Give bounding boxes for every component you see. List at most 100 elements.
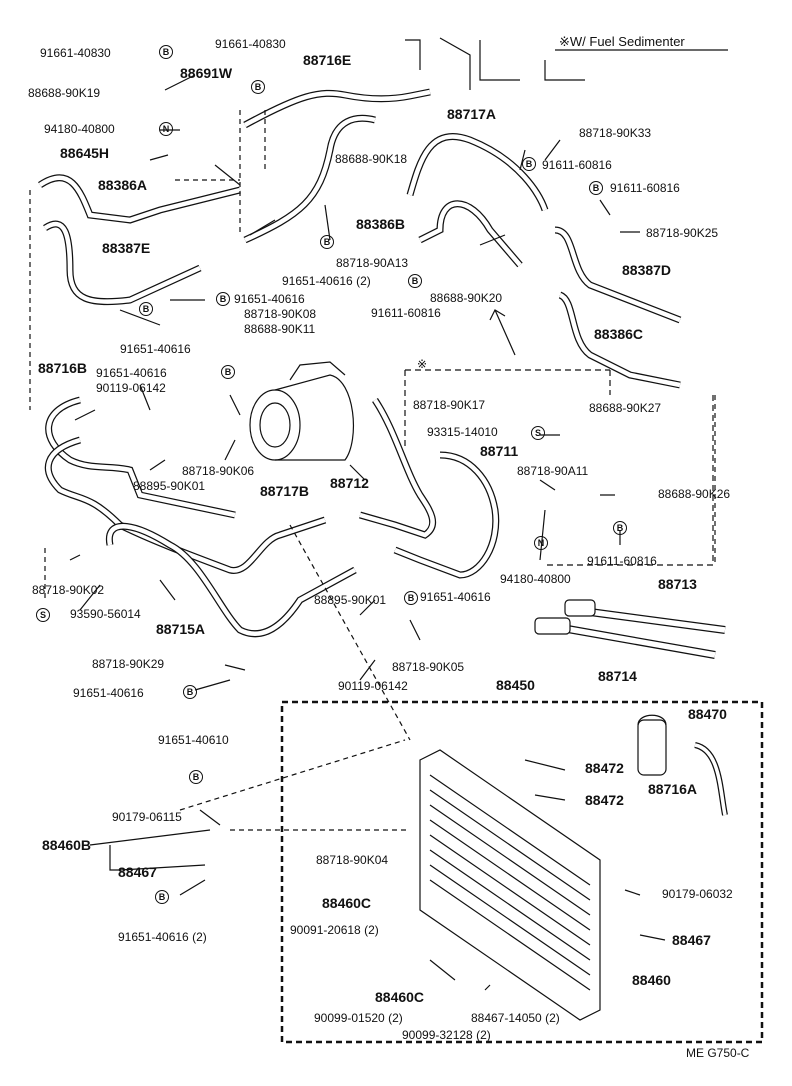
s-mark: S xyxy=(531,426,545,440)
ref-mark: ※ xyxy=(417,357,428,371)
label-88718-90k33: 88718-90K33 xyxy=(579,126,652,140)
label-88712: 88712 xyxy=(330,475,369,491)
fuel-sedimenter-box xyxy=(404,369,714,566)
label-88718-90k08: 88718-90K08 xyxy=(244,307,317,321)
b-mark: B xyxy=(251,80,265,94)
label-88718-90k25: 88718-90K25 xyxy=(646,226,719,240)
diagram-code: ME G750-C xyxy=(686,1046,750,1060)
b-mark: B xyxy=(189,770,203,784)
label-91651-40616: 91651-40616 xyxy=(120,342,191,356)
b-mark: B xyxy=(408,274,422,288)
b-mark: B xyxy=(404,591,418,605)
label-88716e: 88716E xyxy=(303,52,352,68)
label-88895-90k01: 88895-90K01 xyxy=(314,593,387,607)
label-91651-40610: 91651-40610 xyxy=(158,733,229,747)
b-mark: B xyxy=(613,521,627,535)
label-90099-32128: 90099-32128 (2) xyxy=(402,1028,491,1042)
condenser-group-box xyxy=(280,700,764,1044)
label-88460b: 88460B xyxy=(42,837,92,853)
label-88713: 88713 xyxy=(658,576,697,592)
label-88386c: 88386C xyxy=(594,326,644,342)
hose-88712 xyxy=(359,398,437,539)
label-91651-40616: 91651-40616 xyxy=(96,366,167,380)
label-91611-60816: 91611-60816 xyxy=(542,158,612,172)
label-88460: 88460 xyxy=(632,972,671,988)
label-91661-40830: 91661-40830 xyxy=(40,46,111,60)
label-94180-40800: 94180-40800 xyxy=(44,122,115,136)
label-90179-06032: 90179-06032 xyxy=(662,887,733,901)
label-88688-90k26: 88688-90K26 xyxy=(658,487,731,501)
label-88711: 88711 xyxy=(480,443,519,459)
label-88718-90k04: 88718-90K04 xyxy=(316,853,389,867)
label-88472: 88472 xyxy=(585,792,624,808)
label-88470: 88470 xyxy=(688,706,727,722)
condenser-88460 xyxy=(419,749,601,1021)
b-mark: B xyxy=(183,685,197,699)
label-88467: 88467 xyxy=(672,932,711,948)
label-88460c: 88460C xyxy=(322,895,372,911)
s-mark: S xyxy=(36,608,50,622)
label-88691w: 88691W xyxy=(180,65,233,81)
b-mark: B xyxy=(216,292,230,306)
label-88467: 88467 xyxy=(118,864,157,880)
label-88688-90k19: 88688-90K19 xyxy=(28,86,101,100)
label-88718-90k05: 88718-90K05 xyxy=(392,660,465,674)
label-91651-40616-2: 91651-40616 (2) xyxy=(282,274,371,288)
ac-compressor xyxy=(249,361,355,461)
label-90119-06142: 90119-06142 xyxy=(96,381,166,395)
label-91651-40616: 91651-40616 xyxy=(420,590,491,604)
label-91611-60816: 91611-60816 xyxy=(371,306,441,320)
label-90099-01520: 90099-01520 (2) xyxy=(314,1011,403,1025)
label-94180-40800: 94180-40800 xyxy=(500,572,571,586)
label-88714: 88714 xyxy=(598,668,637,684)
b-mark: B xyxy=(522,157,536,171)
label-91651-40616-2: 91651-40616 (2) xyxy=(118,930,207,944)
label-88718-90k29: 88718-90K29 xyxy=(92,657,165,671)
label-88717a: 88717A xyxy=(447,106,497,122)
label-88688-90k20: 88688-90K20 xyxy=(430,291,503,305)
pipe-88713 xyxy=(564,599,726,634)
label-90179-06115: 90179-06115 xyxy=(112,810,182,824)
label-88387d: 88387D xyxy=(622,262,672,278)
label-88467-14050: 88467-14050 (2) xyxy=(471,1011,560,1025)
label-90119-06142: 90119-06142 xyxy=(338,679,408,693)
label-88718-90k02: 88718-90K02 xyxy=(32,583,105,597)
n-mark: N xyxy=(534,536,548,550)
label-91651-40616: 91651-40616 xyxy=(73,686,144,700)
label-93590-56014: 93590-56014 xyxy=(70,607,141,621)
label-93315-14010: 93315-14010 xyxy=(427,425,498,439)
arrow xyxy=(489,309,516,356)
label-88717b: 88717B xyxy=(260,483,310,499)
engine-outline xyxy=(405,37,585,90)
label-88387e: 88387E xyxy=(102,240,151,256)
b-mark: B xyxy=(589,181,603,195)
fuel-sedimenter-note: ※W/ Fuel Sedimenter xyxy=(559,34,685,49)
label-88718-90a11: 88718-90A11 xyxy=(517,464,589,478)
label-91651-40616: 91651-40616 xyxy=(234,292,305,306)
label-91611-60816: 91611-60816 xyxy=(587,554,657,568)
b-mark: B xyxy=(139,302,153,316)
label-91661-40830: 91661-40830 xyxy=(215,37,286,51)
label-88386a: 88386A xyxy=(98,177,148,193)
label-88386b: 88386B xyxy=(356,216,406,232)
b-mark: B xyxy=(159,45,173,59)
label-88688-90k11: 88688-90K11 xyxy=(244,322,316,336)
b-mark: B xyxy=(155,890,169,904)
label-88716a: 88716A xyxy=(648,781,698,797)
label-88716b: 88716B xyxy=(38,360,88,376)
label-88472: 88472 xyxy=(585,760,624,776)
label-90091-20618: 90091-20618 (2) xyxy=(290,923,379,937)
label-88715a: 88715A xyxy=(156,621,206,637)
label-88450: 88450 xyxy=(496,677,535,693)
receiver-dryer xyxy=(637,714,667,776)
label-88645h: 88645H xyxy=(60,145,110,161)
label-88718-90k17: 88718-90K17 xyxy=(413,398,486,412)
label-88460c: 88460C xyxy=(375,989,425,1005)
label-88718-90a13: 88718-90A13 xyxy=(336,256,409,270)
label-88688-90k27: 88688-90K27 xyxy=(589,401,662,415)
label-88895-90k01: 88895-90K01 xyxy=(133,479,206,493)
label-88688-90k18: 88688-90K18 xyxy=(335,152,408,166)
label-91611-60816: 91611-60816 xyxy=(610,181,680,195)
b-mark: B xyxy=(320,235,334,249)
